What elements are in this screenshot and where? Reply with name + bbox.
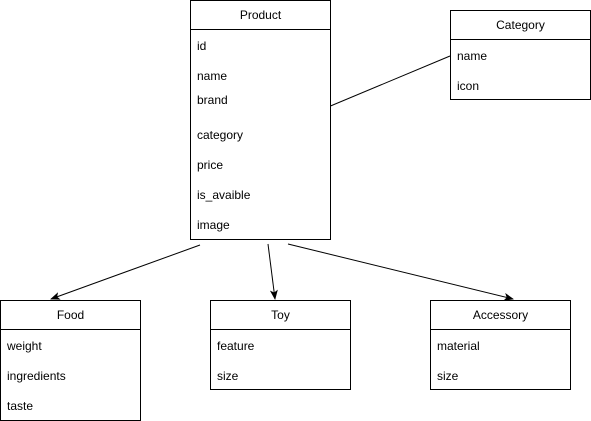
food-field-ingredients: ingredients xyxy=(7,369,66,383)
toy-entity[interactable]: Toy feature size xyxy=(210,300,351,390)
category-entity[interactable]: Category name icon xyxy=(450,10,591,100)
product-field-id: id xyxy=(197,39,207,53)
toy-field-size: size xyxy=(217,369,239,383)
food-field-taste: taste xyxy=(7,399,34,413)
accessory-entity[interactable]: Accessory material size xyxy=(430,300,571,390)
category-field-icon: icon xyxy=(457,79,480,93)
product-to-food-arrow xyxy=(50,244,201,300)
accessory-title: Accessory xyxy=(431,301,570,330)
product-field-is-avaible: is_avaible xyxy=(197,188,251,202)
toy-title: Toy xyxy=(211,301,350,330)
product-field-image: image xyxy=(197,218,230,232)
product-to-toy-arrow xyxy=(267,243,278,300)
product-field-price: price xyxy=(197,158,224,172)
accessory-field-material: material xyxy=(437,339,480,353)
product-title: Product xyxy=(191,1,330,30)
product-field-brand: brand xyxy=(197,93,228,107)
product-field-name: name xyxy=(197,69,228,83)
food-entity[interactable]: Food weight ingredients taste xyxy=(0,300,141,421)
category-field-name: name xyxy=(457,49,488,63)
food-field-weight: weight xyxy=(7,339,42,353)
toy-field-feature: feature xyxy=(217,339,255,353)
accessory-field-size: size xyxy=(437,369,459,383)
product-to-accessory-arrow xyxy=(287,243,514,301)
product-entity[interactable]: Product id name brand category price is_… xyxy=(190,0,331,240)
category-title: Category xyxy=(451,11,590,40)
product-field-category: category xyxy=(197,128,244,142)
food-title: Food xyxy=(1,301,140,330)
